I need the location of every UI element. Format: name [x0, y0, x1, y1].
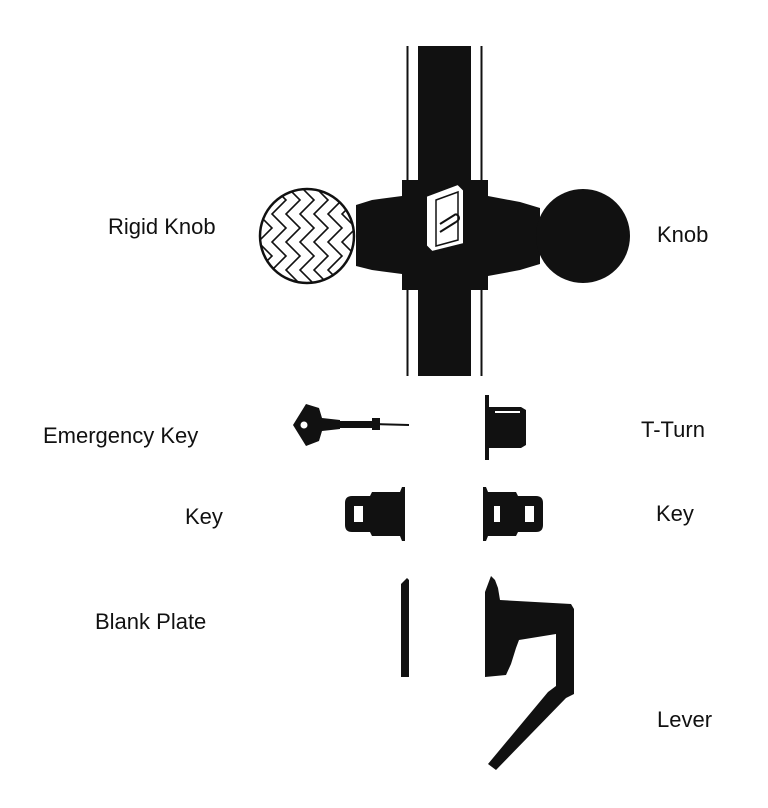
latch-bolt-icon [425, 182, 465, 254]
label-key-left: Key [185, 504, 223, 529]
rigid-knob-icon [258, 187, 356, 285]
label-knob: Knob [657, 222, 709, 247]
lock-chassis-icon [356, 180, 540, 290]
label-t-turn: T-Turn [641, 417, 705, 442]
label-rigid-knob: Rigid Knob [108, 214, 216, 239]
emergency-key-icon [293, 404, 410, 446]
label-emergency-key: Emergency Key [43, 423, 199, 448]
key-cylinder-icon [345, 487, 405, 541]
label-lever: Lever [657, 707, 713, 732]
key-cylinder-icon [483, 487, 543, 541]
knob-icon [536, 189, 630, 283]
t-turn-icon [485, 395, 526, 460]
lever-icon [485, 576, 574, 770]
blank-plate-icon [401, 578, 409, 677]
label-key-right: Key [656, 501, 694, 526]
label-blank-plate: Blank Plate [95, 609, 207, 634]
